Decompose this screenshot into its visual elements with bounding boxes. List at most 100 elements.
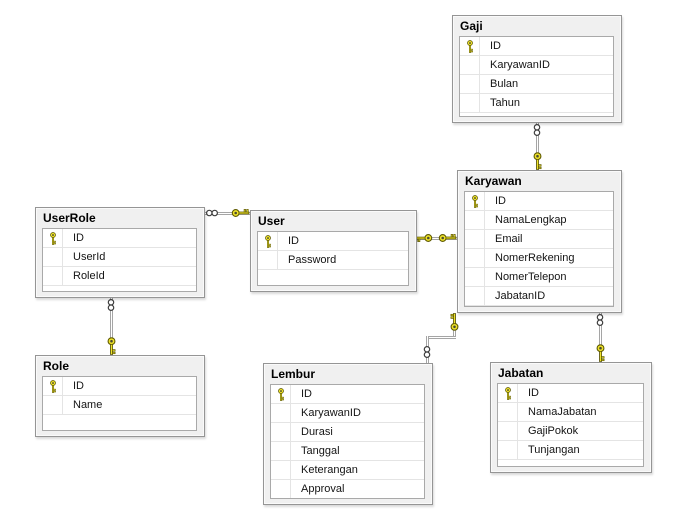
column-name: ID [288,235,299,247]
infinity-icon [533,123,541,137]
key-cell-empty [271,442,291,460]
relationship-line[interactable] [599,313,602,362]
table-row[interactable]: RoleId [43,267,196,286]
key-cell-empty [271,404,291,422]
table-row[interactable]: ID [258,232,408,251]
key-icon [231,208,250,219]
key-cell-empty [43,396,63,414]
table-row[interactable]: NomerTelepon [465,268,613,287]
table-row[interactable]: Tahun [460,94,613,113]
column-name: RoleId [73,270,105,282]
column-name: ID [528,387,539,399]
key-icon [532,152,543,170]
relationship-line[interactable] [205,212,250,215]
table-row[interactable]: Durasi [271,423,424,442]
table-row[interactable]: Bulan [460,75,613,94]
primary-key-icon [498,384,518,402]
column-name: KaryawanID [490,59,550,71]
key-cell-empty [498,403,518,421]
column-name: Password [288,254,337,266]
table-row[interactable]: Approval [271,480,424,498]
table-title[interactable]: Karyawan [465,174,522,188]
table-title[interactable]: Role [43,359,70,373]
column-name: Keterangan [301,464,358,476]
key-cell-empty [460,94,480,112]
table-grid: ID Name [42,376,197,431]
column-name: ID [490,40,501,52]
table-row[interactable]: Email [465,230,613,249]
key-icon [106,337,117,355]
table-row[interactable]: NamaJabatan [498,403,643,422]
table-row[interactable]: JabatanID [465,287,613,306]
infinity-icon [423,345,431,359]
column-name: NamaLengkap [495,214,567,226]
column-name: NomerRekening [495,252,575,264]
key-icon [595,344,606,362]
table-row[interactable]: NamaLengkap [465,211,613,230]
relationship-line[interactable] [110,298,113,355]
infinity-icon [205,209,219,217]
key-icon [414,233,433,244]
table-row[interactable]: ID [465,192,613,211]
key-cell-empty [465,249,485,267]
table-row[interactable]: KaryawanID [271,404,424,423]
infinity-icon [107,298,115,312]
table-grid: ID Password [257,231,409,286]
key-cell-empty [498,422,518,440]
table-row[interactable]: Name [43,396,196,415]
table-row[interactable]: ID [460,37,613,56]
table-row[interactable]: Keterangan [271,461,424,480]
column-name: Name [73,399,103,411]
column-name: NamaJabatan [528,406,597,418]
table-row[interactable]: Password [258,251,408,270]
column-name: KaryawanID [301,407,361,419]
table-row[interactable]: NomerRekening [465,249,613,268]
table-user[interactable]: User ID Password [250,210,417,292]
key-cell-empty [271,423,291,441]
key-cell-empty [465,287,485,305]
table-row[interactable]: UserId [43,248,196,267]
column-name: ID [301,388,312,400]
key-icon [438,233,457,244]
table-row[interactable]: ID [43,377,196,396]
primary-key-icon [43,229,63,247]
relationship-line[interactable] [426,336,456,339]
column-name: GajiPokok [528,425,579,437]
table-title[interactable]: User [258,214,285,228]
table-row[interactable]: ID [271,385,424,404]
table-title[interactable]: UserRole [43,211,96,225]
primary-key-icon [258,232,278,250]
column-name: Tanggal [301,445,340,457]
table-title[interactable]: Jabatan [498,366,544,380]
table-title[interactable]: Gaji [460,19,483,33]
key-cell-empty [465,268,485,286]
table-row[interactable]: GajiPokok [498,422,643,441]
relationship-line[interactable] [415,237,457,240]
table-role[interactable]: Role ID Name [35,355,205,437]
key-cell-empty [258,251,278,269]
table-row[interactable]: ID [43,229,196,248]
column-name: Tunjangan [528,444,580,456]
column-name: ID [73,232,84,244]
key-icon [449,313,460,331]
primary-key-icon [465,192,485,210]
table-row[interactable]: ID [498,384,643,403]
relationship-line[interactable] [536,123,539,170]
table-row[interactable]: Tunjangan [498,441,643,460]
column-name: UserId [73,251,106,263]
table-row[interactable]: Tanggal [271,442,424,461]
key-cell-empty [271,480,291,498]
key-cell-empty [43,248,63,266]
table-title[interactable]: Lembur [271,367,316,381]
table-row[interactable]: KaryawanID [460,56,613,75]
